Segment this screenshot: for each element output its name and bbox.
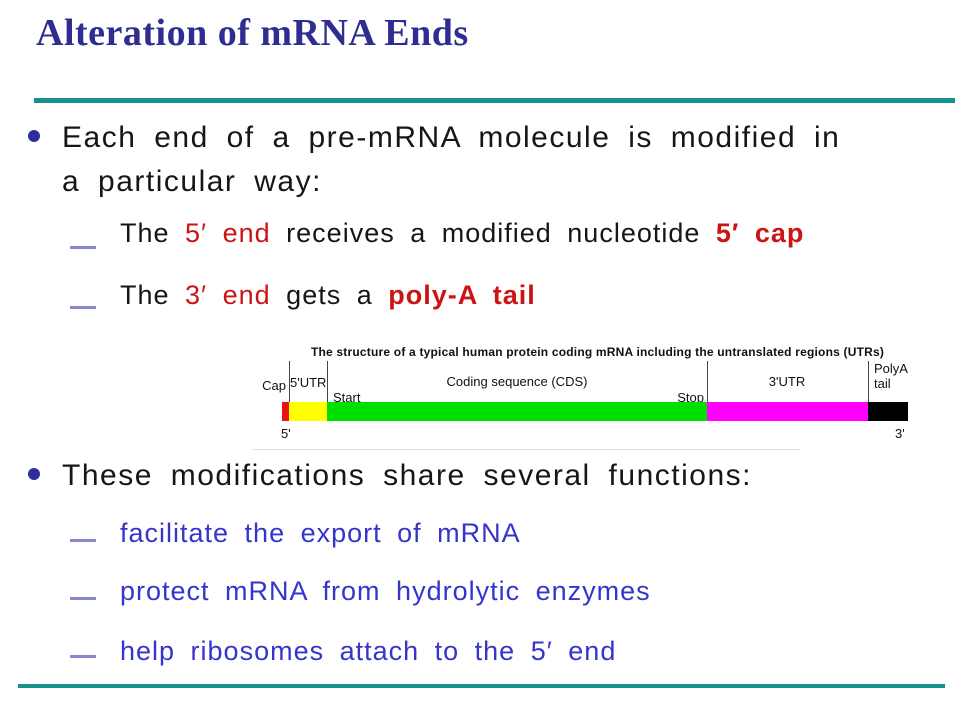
bullet-text-functions: These modifications share several functi… [62,459,752,492]
text-segment: poly-A tail [388,280,536,310]
sub-bullet-dash [70,246,96,249]
text-segment: receives a modified nucleotide [270,218,716,248]
tick-start [327,361,328,402]
text-segment: The [120,218,186,248]
bottom-divider [18,684,945,688]
text-segment: 3′ end [185,280,271,310]
sub-bullet-5cap: The 5′ end receives a modified nucleotid… [120,216,804,250]
text-segment: The [120,280,186,310]
sub-bullet-dash [70,597,96,600]
label-cap: Cap [262,378,286,393]
bar-segment-utr5 [289,402,327,421]
sub-bullet-ribosomes: help ribosomes attach to the 5′ end [120,636,617,666]
text-segment: gets a [270,280,389,310]
bullet-dot [28,468,40,480]
bar-segment-utr3 [707,402,868,421]
label-stop: Stop [677,390,704,405]
text-segment: 5′ cap [715,218,805,248]
label-5utr: 5'UTR [290,375,327,390]
tick-polya [868,361,869,402]
sub-bullet-dash [70,539,96,542]
tick-stop [707,361,708,402]
figure-title: The structure of a typical human protein… [310,345,885,359]
bar-segment-cds [327,402,707,421]
label-polya-tail: PolyA tail [874,361,908,391]
sub-bullet-export: facilitate the export of mRNA [120,518,521,548]
page-title: Alteration of mRNA Ends [36,12,469,54]
sub-bullet-dash [70,655,96,658]
bar-segment-cap [282,402,289,421]
sub-bullet-dash [70,306,96,309]
mrna-structure-figure: The structure of a typical human protein… [240,333,955,457]
title-divider [34,98,955,103]
label-5-prime: 5' [281,426,291,441]
label-3-prime: 3' [895,426,905,441]
bullet-text-modified-ends: Each end of a pre-mRNA molecule is modif… [62,121,841,198]
label-start: Start [333,390,361,405]
label-cds: Coding sequence (CDS) [446,374,588,389]
label-3utr: 3'UTR [768,374,806,389]
figure-baseline [252,449,800,450]
mrna-bar [282,402,908,421]
text-segment: 5′ end [185,218,271,248]
sub-bullet-polya: The 3′ end gets a poly-A tail [120,278,536,312]
bullet-dot [28,130,40,142]
tick-cap-utr5 [289,361,290,402]
bar-segment-polya-tail [868,402,908,421]
sub-bullet-protect: protect mRNA from hydrolytic enzymes [120,576,651,606]
